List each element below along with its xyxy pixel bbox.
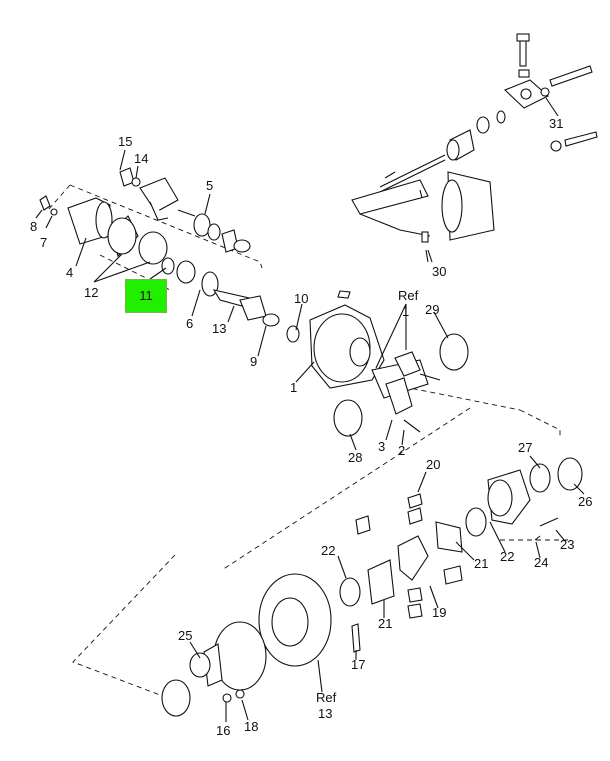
callout-15: 15 (118, 134, 132, 149)
assembly-outline-lower (72, 407, 561, 696)
callout-4: 4 (66, 265, 73, 280)
callout-23: 23 (560, 537, 574, 552)
ref-label-1: Ref (398, 288, 419, 303)
callout-2: 2 (398, 443, 405, 458)
callout-30: 30 (432, 264, 446, 279)
assembly-outline-middle (394, 384, 521, 411)
callout-22b: 22 (321, 543, 335, 558)
callout-17: 17 (351, 657, 365, 672)
callout-6: 6 (186, 316, 193, 331)
callout-3: 3 (378, 439, 385, 454)
callout-29: 29 (425, 302, 439, 317)
pinion-assembly (39, 167, 300, 343)
callout-7: 7 (40, 235, 47, 250)
callout-14: 14 (134, 151, 148, 166)
callout-18: 18 (244, 719, 258, 734)
callout-5: 5 (206, 178, 213, 193)
callout-labels: 1 1 2 3 4 5 6 7 8 9 10 12 13 14 15 16 17… (30, 116, 592, 738)
shift-fork-assembly (351, 33, 598, 263)
callout-22a: 22 (500, 549, 514, 564)
callout-26: 26 (578, 494, 592, 509)
callout-28: 28 (348, 450, 362, 465)
callout-10: 10 (294, 291, 308, 306)
callout-1b: 1 (290, 380, 297, 395)
callout-1a: 1 (402, 304, 409, 319)
highlighted-part-callout[interactable]: 11 (125, 279, 167, 313)
callout-27: 27 (518, 440, 532, 455)
callout-12: 12 (84, 285, 98, 300)
ref-label-2: Ref (316, 690, 337, 705)
carrier-housing (309, 290, 469, 437)
differential-gears (339, 457, 583, 619)
callout-20: 20 (426, 457, 440, 472)
callout-13: 13 (212, 321, 226, 336)
ref-label-2-number: 13 (318, 706, 332, 721)
callout-31: 31 (549, 116, 563, 131)
callout-9: 9 (250, 354, 257, 369)
callout-21b: 21 (378, 616, 392, 631)
leader-lines (35, 97, 585, 722)
callout-19: 19 (432, 605, 446, 620)
ring-gear-assembly (161, 573, 361, 717)
callout-16: 16 (216, 723, 230, 738)
callout-8: 8 (30, 219, 37, 234)
callout-25: 25 (178, 628, 192, 643)
callout-21a: 21 (474, 556, 488, 571)
callout-24: 24 (534, 555, 548, 570)
highlighted-part-label: 11 (139, 288, 153, 303)
